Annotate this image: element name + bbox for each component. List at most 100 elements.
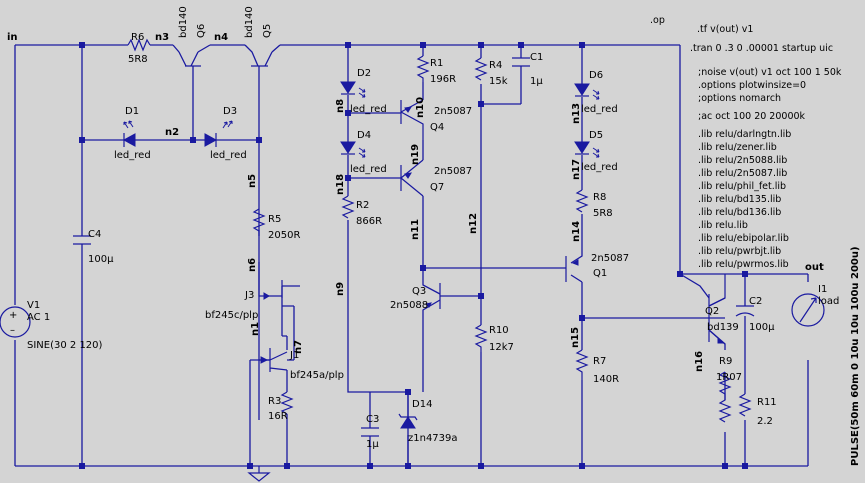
led-d3[interactable]	[204, 120, 233, 147]
directive-lib-2n5088: .lib relu/2n5088.lib	[698, 155, 787, 166]
label-c2-value: 100µ	[749, 322, 775, 333]
label-r4-ref: R4	[489, 60, 502, 71]
directive-lib-2n5087: .lib relu/2n5087.lib	[698, 168, 787, 179]
directive-lib-ebipolar: .lib relu/ebipolar.lib	[698, 233, 789, 244]
capacitor-c3[interactable]	[361, 427, 379, 437]
directive-op: .op	[650, 15, 665, 26]
resistor-r5[interactable]	[252, 208, 266, 232]
capacitor-c1[interactable]	[512, 57, 530, 67]
resistor-r4[interactable]	[474, 57, 488, 81]
directive-noise: ;noise v(out) v1 oct 100 1 50k	[698, 67, 842, 78]
label-r9-value: 1R07	[716, 372, 742, 383]
voltage-source-v1[interactable]: +–	[0, 306, 31, 338]
label-r1-ref: R1	[430, 58, 443, 69]
net-n15: n15	[570, 327, 581, 348]
led-d4[interactable]	[340, 141, 366, 158]
net-n14: n14	[571, 221, 582, 242]
label-c1-ref: C1	[530, 52, 543, 63]
net-n13: n13	[571, 103, 582, 124]
net-labels: in out n3 n4 n2 n5 n6 n1 n7 n8 n9 n10 n1…	[7, 32, 824, 372]
label-j1-value: bf245a/plp	[290, 370, 344, 381]
label-d6-ref: D6	[589, 70, 603, 81]
net-out: out	[805, 262, 824, 273]
label-i1-value: load	[818, 296, 839, 307]
led-d5[interactable]	[574, 141, 600, 158]
label-d2-value: led_red	[350, 104, 387, 115]
net-n3: n3	[155, 32, 169, 43]
zener-d14[interactable]	[398, 413, 418, 429]
net-n8: n8	[335, 99, 346, 113]
directive-lib-bd136: .lib relu/bd136.lib	[698, 207, 781, 218]
spice-directives[interactable]: .op .tf v(out) v1 .tran 0 .3 0 .00001 st…	[650, 15, 842, 270]
label-i1-pulse: PULSE(50m 60m 0 10u 10u 100u 200u)	[850, 246, 861, 466]
resistor-r3[interactable]	[280, 391, 294, 415]
led-d1[interactable]	[122, 120, 145, 147]
label-q4-value: 2n5087	[434, 106, 472, 117]
resistor-r7[interactable]	[575, 349, 589, 380]
resistor-r10[interactable]	[474, 324, 488, 352]
label-r10-value: 12k7	[489, 342, 514, 353]
label-d3-ref: D3	[223, 106, 237, 117]
resistor-r2[interactable]	[341, 195, 355, 219]
capacitor-c4[interactable]	[73, 235, 91, 245]
directive-lib-bd135: .lib relu/bd135.lib	[698, 194, 781, 205]
label-r6-value: 5R8	[128, 54, 148, 65]
label-d5-value: led_red	[581, 162, 618, 173]
label-q6-value: bd140	[178, 6, 189, 38]
resistor-r8[interactable]	[575, 189, 589, 213]
jfet-j1[interactable]	[260, 348, 288, 372]
label-d6-value: led_red	[581, 104, 618, 115]
net-in: in	[7, 32, 18, 43]
label-d1-value: led_red	[114, 150, 151, 161]
label-c4-ref: C4	[88, 229, 101, 240]
label-d14-ref: D14	[412, 399, 432, 410]
resistor-r9[interactable]	[718, 371, 732, 423]
directive-lib-phil-fet: .lib relu/phil_fet.lib	[698, 181, 786, 192]
label-v1-value: AC 1	[27, 312, 50, 323]
label-c2-ref: C2	[749, 296, 762, 307]
label-d2-ref: D2	[357, 68, 371, 79]
label-c3-value: 1µ	[366, 439, 379, 450]
ground-symbol	[247, 466, 271, 482]
label-j1-ref: J1	[289, 350, 299, 361]
resistor-r11[interactable]	[738, 393, 752, 417]
label-r9-ref: R9	[719, 356, 732, 367]
transistor-q7[interactable]	[400, 159, 424, 197]
net-n17: n17	[571, 159, 582, 180]
net-n4: n4	[214, 32, 228, 43]
directive-tran: .tran 0 .3 0 .00001 startup uic	[690, 43, 833, 54]
svg-text:+: +	[9, 310, 17, 321]
current-source-i1[interactable]	[791, 293, 825, 327]
net-n10: n10	[415, 97, 426, 118]
transistor-q4[interactable]	[400, 99, 424, 140]
label-r11-value: 2.2	[757, 416, 773, 427]
capacitor-c2[interactable]	[735, 305, 755, 317]
svg-text:–: –	[10, 325, 15, 336]
led-d6[interactable]	[574, 83, 600, 100]
directive-ac: ;ac oct 100 20 20000k	[698, 111, 806, 122]
label-r7-ref: R7	[593, 356, 606, 367]
led-d2[interactable]	[340, 81, 366, 98]
net-n19: n19	[410, 144, 421, 165]
label-c4-value: 100µ	[88, 254, 114, 265]
label-d5-ref: D5	[589, 130, 603, 141]
label-j3-value: bf245c/plp	[205, 310, 258, 321]
label-q3-ref: Q3	[412, 286, 426, 297]
label-d3-value: led_red	[210, 150, 247, 161]
jfet-j3[interactable]	[258, 280, 300, 300]
label-j3-ref: J3	[244, 290, 254, 301]
resistor-r1[interactable]	[416, 55, 430, 82]
label-r2-ref: R2	[356, 200, 369, 211]
net-n1: n1	[250, 322, 261, 336]
transistor-q1[interactable]	[565, 256, 579, 282]
label-q1-ref: Q1	[593, 268, 607, 279]
directive-options-nomarch: ;options nomarch	[698, 93, 781, 104]
label-q3-value: 2n5088	[390, 300, 428, 311]
transistor-q2[interactable]	[708, 274, 726, 345]
label-q7-ref: Q7	[430, 182, 444, 193]
transistor-q3[interactable]	[424, 283, 447, 309]
label-q4-ref: Q4	[430, 122, 444, 133]
resistor-r6[interactable]	[127, 38, 151, 52]
